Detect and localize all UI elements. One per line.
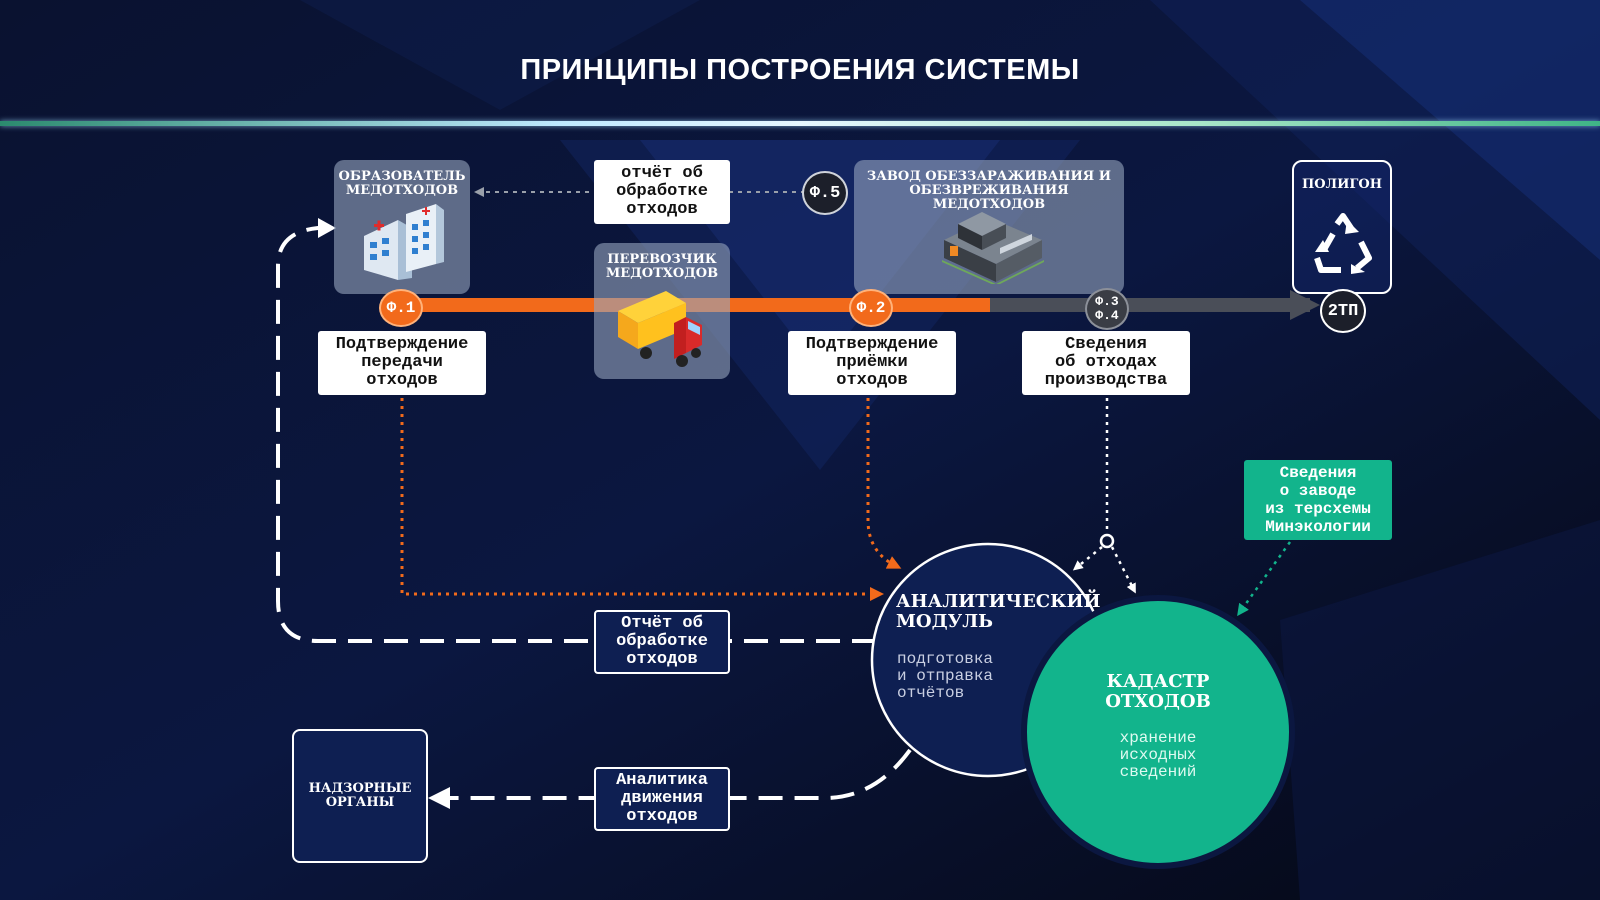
form-f4-label: Ф.4 bbox=[1095, 308, 1119, 323]
landfill-node: ПОЛИГОН bbox=[1292, 160, 1392, 294]
split-to-cadastre-arrow bbox=[1110, 546, 1136, 594]
form-f2-badge: Ф.2 bbox=[849, 289, 893, 327]
cadastre-subtitle: хранение исходных сведений bbox=[1119, 729, 1197, 781]
analytic-module-subtitle: подготовка и отправка отчётов bbox=[897, 650, 994, 702]
report-top-label: отчёт об обработке отходов bbox=[594, 160, 730, 224]
plant-node: ЗАВОД ОБЕЗЗАРАЖИВАНИЯ И ОБЕЗВРЕЖИВАНИЯ М… bbox=[854, 160, 1124, 294]
form-f3-label: Ф.3 bbox=[1095, 294, 1119, 309]
plant-label: ЗАВОД ОБЕЗЗАРАЖИВАНИЯ И ОБЕЗВРЕЖИВАНИЯ М… bbox=[866, 169, 1112, 212]
truck-icon bbox=[618, 291, 702, 367]
form-2tp-badge: 2ТП bbox=[1320, 289, 1366, 333]
cadastre-title: КАДАСТР ОТХОДОВ bbox=[1105, 671, 1211, 712]
supervisors-node: НАДЗОРНЫЕ ОРГАНЫ bbox=[292, 729, 428, 863]
production-info-label: Сведения об отходах производства bbox=[1022, 331, 1190, 395]
report-mid-label: Отчёт об обработке отходов bbox=[594, 610, 730, 674]
flow-arrowhead bbox=[1290, 290, 1320, 320]
form-f5-badge: Ф.5 bbox=[802, 171, 848, 215]
analytic-module-title: АНАЛИТИЧЕСКИЙ МОДУЛЬ bbox=[896, 591, 1101, 632]
factory-icon bbox=[942, 212, 1044, 284]
ministry-info-label: Сведения о заводе из терсхемы Минэкологи… bbox=[1244, 460, 1392, 540]
carrier-node: ПЕРЕВОЗЧИК МЕДОТХОДОВ bbox=[594, 243, 730, 379]
title-divider bbox=[0, 121, 1600, 126]
split-to-module-arrow bbox=[1072, 546, 1103, 571]
form-f1-badge: Ф.1 bbox=[379, 289, 423, 327]
acceptance-to-module-arrow bbox=[866, 398, 902, 569]
form-f3-f4-badge: Ф.3 Ф.4 bbox=[1085, 288, 1129, 330]
acceptance-confirmation-label: Подтверждение приёмки отходов bbox=[788, 331, 956, 395]
split-node bbox=[1099, 533, 1115, 549]
hospital-icon bbox=[364, 204, 444, 280]
generator-node: ОБРАЗОВАТЕЛЬ МЕДОТХОДОВ bbox=[334, 160, 470, 294]
page-title: ПРИНЦИПЫ ПОСТРОЕНИЯ СИСТЕМЫ bbox=[520, 54, 1080, 86]
transfer-to-module-arrow bbox=[400, 398, 884, 601]
transfer-confirmation-label: Подтверждение передачи отходов bbox=[318, 331, 486, 395]
cadastre-circle bbox=[1021, 595, 1295, 869]
carrier-label: ПЕРЕВОЗЧИК МЕДОТХОДОВ bbox=[605, 252, 719, 281]
generator-label: ОБРАЗОВАТЕЛЬ МЕДОТХОДОВ bbox=[338, 169, 466, 198]
analytics-to-supervisors-arrow bbox=[450, 748, 912, 800]
flow-bar-gray bbox=[990, 298, 1310, 312]
analytics-label: Аналитика движения отходов bbox=[594, 767, 730, 831]
recycle-icon bbox=[1314, 213, 1372, 274]
landfill-label: ПОЛИГОН bbox=[1302, 177, 1382, 192]
